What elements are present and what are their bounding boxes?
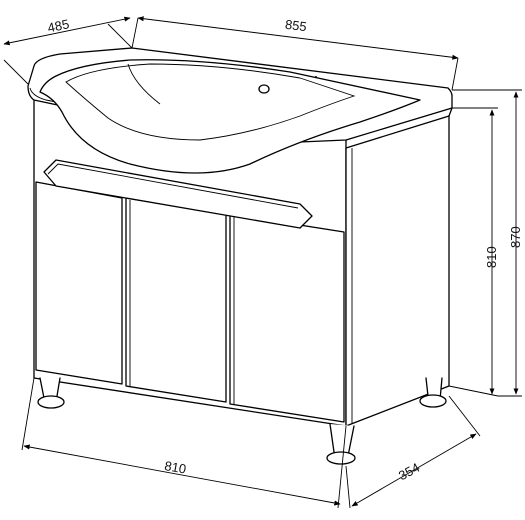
foot-back-right xyxy=(419,377,447,408)
drawer-strip xyxy=(43,159,313,229)
dimension-label-855: 855 xyxy=(284,17,307,35)
dimension-height-body: 810 xyxy=(448,107,499,397)
foot-front-right xyxy=(326,423,356,465)
dimension-label-870: 870 xyxy=(508,226,523,248)
dimension-width-bottom: 810 xyxy=(21,377,347,509)
dimension-label-485: 485 xyxy=(46,16,70,35)
basin-bowl xyxy=(39,59,421,174)
dimension-label-810-bottom: 810 xyxy=(163,458,187,477)
dimension-height-total: 870 xyxy=(452,89,523,397)
drain-hole xyxy=(258,84,270,94)
dimension-label-810-vertical: 810 xyxy=(484,246,499,268)
basin-countertop xyxy=(27,47,453,174)
door-right xyxy=(229,213,345,423)
door-middle xyxy=(125,197,227,403)
dimension-depth-top: 485 xyxy=(3,16,133,85)
door-left xyxy=(35,181,123,385)
foot-front-left xyxy=(37,377,65,409)
dimension-width-top: 855 xyxy=(131,16,459,91)
dimension-label-354: 354 xyxy=(396,460,422,483)
